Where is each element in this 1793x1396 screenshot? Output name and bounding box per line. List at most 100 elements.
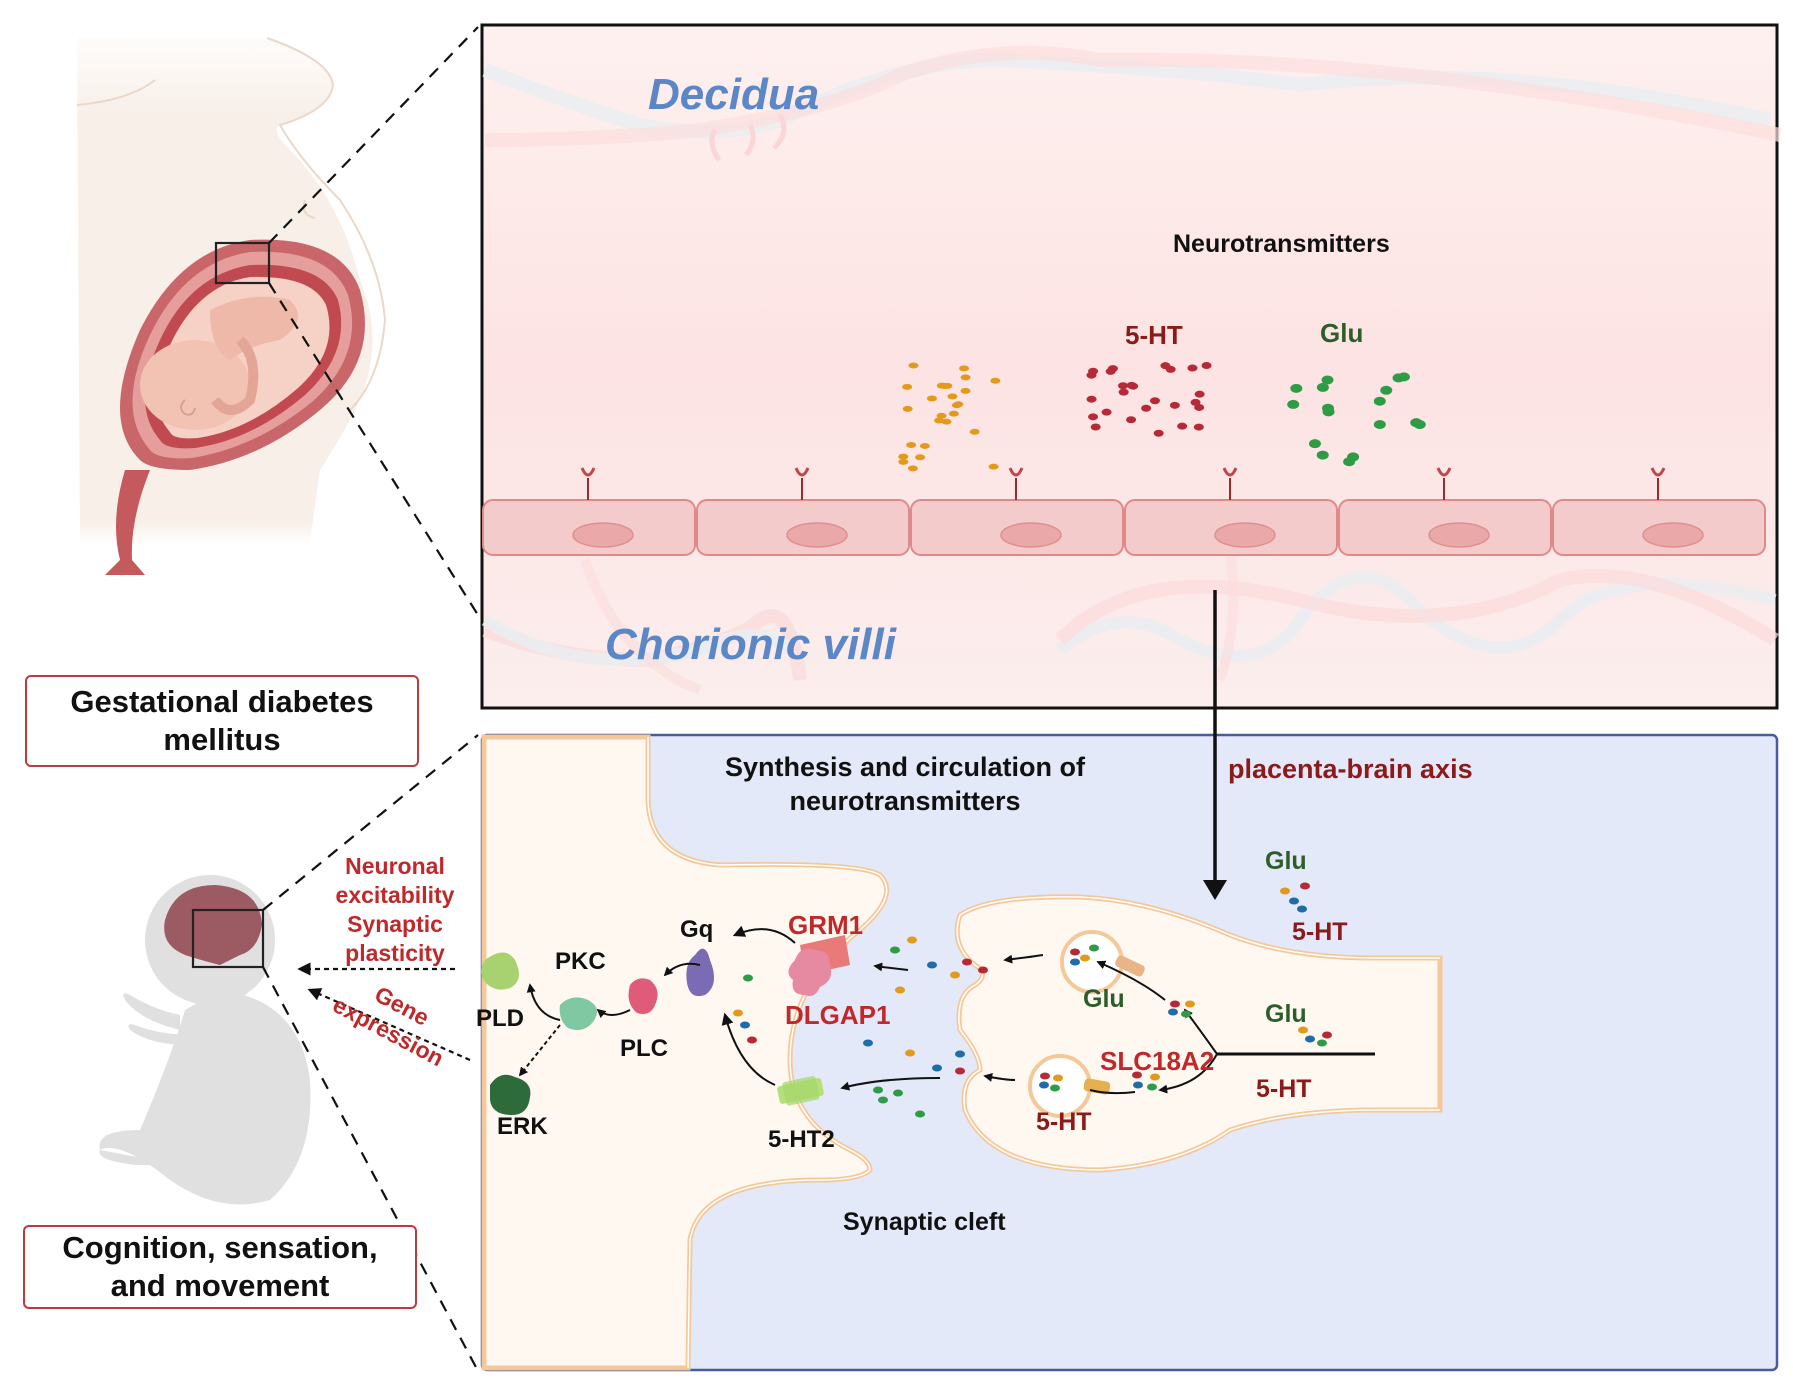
cell-nucleus: [572, 522, 634, 548]
effect-line-4: plasticity: [345, 940, 445, 966]
chorionic-villi-label: Chorionic villi: [605, 620, 896, 669]
erk-protein: [490, 1074, 531, 1115]
cell-nucleus: [1428, 522, 1490, 548]
neurotransmitter-dot: [1194, 403, 1205, 411]
neurotransmitter-dot: [893, 1089, 903, 1097]
receptor-cup: [580, 467, 596, 477]
neurotransmitter-dot: [1133, 1081, 1143, 1089]
neurotransmitter-dot: [905, 1049, 915, 1057]
receptor-cup: [1008, 467, 1024, 477]
neurotransmitter-dot: [743, 974, 753, 982]
neurotransmitter-dot: [898, 458, 909, 465]
glu-transporter: [1115, 955, 1145, 977]
neurotransmitter-dot: [926, 395, 937, 402]
neurotransmitter-dot: [1177, 422, 1188, 430]
neurotransmitter-dot: [1287, 399, 1300, 409]
neurotransmitter-dot: [1322, 403, 1335, 413]
gdm-label-line1: Gestational diabetes: [70, 684, 374, 719]
neurotransmitter-dot: [1373, 396, 1386, 406]
neurotransmitter-dot: [960, 387, 971, 394]
fetus-illustration: [99, 875, 311, 1205]
gdm-label-box: Gestational diabetes mellitus: [25, 675, 419, 767]
neurotransmitter-dot: [740, 1021, 750, 1029]
neurotransmitter-dot: [890, 946, 900, 954]
neurotransmitter-dot: [1090, 423, 1101, 431]
neurotransmitter-dot: [1181, 1010, 1191, 1018]
zoom-line-top-2: [268, 282, 479, 616]
receptor-cup: [794, 467, 810, 477]
neurotransmitter-dot: [1373, 419, 1386, 429]
decidua-label: Decidua: [648, 70, 820, 119]
neurotransmitter-dot: [1088, 367, 1099, 375]
neurotransmitter-dot: [988, 463, 999, 470]
neurotransmitter-dot: [1170, 1000, 1180, 1008]
neurotransmitter-dot: [1316, 382, 1329, 392]
neurotransmitter-dot: [1105, 367, 1116, 375]
vesicle-5ht-label: 5-HT: [1036, 1108, 1092, 1136]
neurotransmitter-dot: [895, 986, 905, 994]
neurotransmitter-dot: [1298, 1026, 1308, 1034]
neurotransmitter-dot: [919, 442, 930, 449]
pkc-protein: [559, 997, 597, 1030]
placenta-glu-label: Glu: [1320, 318, 1364, 348]
neurotransmitter-dot: [1126, 416, 1137, 424]
neurotransmitter-dot: [908, 362, 919, 369]
neurotransmitter-dot: [1317, 1039, 1327, 1047]
5-ht2-receptor: [777, 1076, 824, 1106]
neurotransmitter-dot: [1160, 362, 1171, 370]
neurotransmitter-dot: [863, 1039, 873, 1047]
placenta-zoom-box: [214, 241, 271, 285]
receptor-cup: [1436, 467, 1452, 477]
placenta-panel: [480, 23, 1782, 710]
effect-line-1: Neuronal: [345, 853, 445, 879]
zoom-line-top-1: [268, 26, 479, 244]
neurotransmitter-dots: [898, 362, 1426, 472]
neurotransmitter-dot: [1316, 450, 1329, 460]
neurotransmitter-dot: [907, 465, 918, 472]
trophoblast-cell-layer: [482, 467, 1766, 556]
neurotransmitter-dot: [915, 1110, 925, 1118]
neurotransmitter-dot: [1308, 439, 1321, 449]
cell-nucleus: [1000, 522, 1062, 548]
erk-label: ERK: [497, 1113, 548, 1140]
receptor-cup: [1222, 467, 1238, 477]
plc-label: PLC: [620, 1035, 668, 1062]
neurotransmitter-dot: [1153, 429, 1164, 437]
neurotransmitter-dot: [1126, 381, 1137, 389]
uterus-illustration: [105, 239, 365, 575]
neurotransmitter-dot: [902, 383, 913, 390]
neurotransmitter-dot: [990, 377, 1001, 384]
neurotransmitter-dot: [747, 1036, 757, 1044]
neurotransmitter-dot: [1280, 887, 1290, 895]
neurotransmitter-dot: [1297, 905, 1307, 913]
serotonin-vesicle: [1028, 1054, 1092, 1118]
brain-zoom-box: [191, 908, 265, 969]
placenta-brain-axis-label: placenta-brain axis: [1228, 754, 1473, 784]
5-ht2-label: 5-HT2: [768, 1126, 835, 1153]
neurotransmitter-dot: [1070, 948, 1080, 956]
neurotransmitter-dot: [955, 1067, 965, 1075]
neurotransmitter-dot: [960, 374, 971, 381]
neurotransmitter-dot: [1141, 404, 1152, 412]
zoom-line-bottom-2: [262, 966, 479, 1372]
pld-label: PLD: [476, 1005, 524, 1032]
outside-5ht-label: 5-HT: [1292, 918, 1348, 946]
synthesis-title-line2: neurotransmitters: [789, 786, 1021, 816]
cell-nucleus: [786, 522, 848, 548]
neurotransmitter-dot: [1118, 388, 1129, 396]
neurotransmitter-dot: [898, 453, 909, 460]
placenta-5ht-label: 5-HT: [1125, 320, 1183, 350]
neurotransmitter-dot: [733, 1009, 743, 1017]
neurotransmitter-dot: [1132, 1071, 1142, 1079]
vesicle-glu-label: Glu: [1083, 985, 1125, 1013]
effect-line-3: Synaptic: [347, 911, 443, 937]
neurotransmitter-dot: [873, 1086, 883, 1094]
neurotransmitter-dot: [941, 418, 952, 425]
neurotransmitter-dot: [1050, 1084, 1060, 1092]
neurotransmitter-dot: [1300, 882, 1310, 890]
neurotransmitter-dot: [932, 1064, 942, 1072]
grm1-label: GRM1: [788, 910, 864, 940]
neurotransmitter-dot: [1053, 1074, 1063, 1082]
neurotransmitter-dot: [1039, 1081, 1049, 1089]
